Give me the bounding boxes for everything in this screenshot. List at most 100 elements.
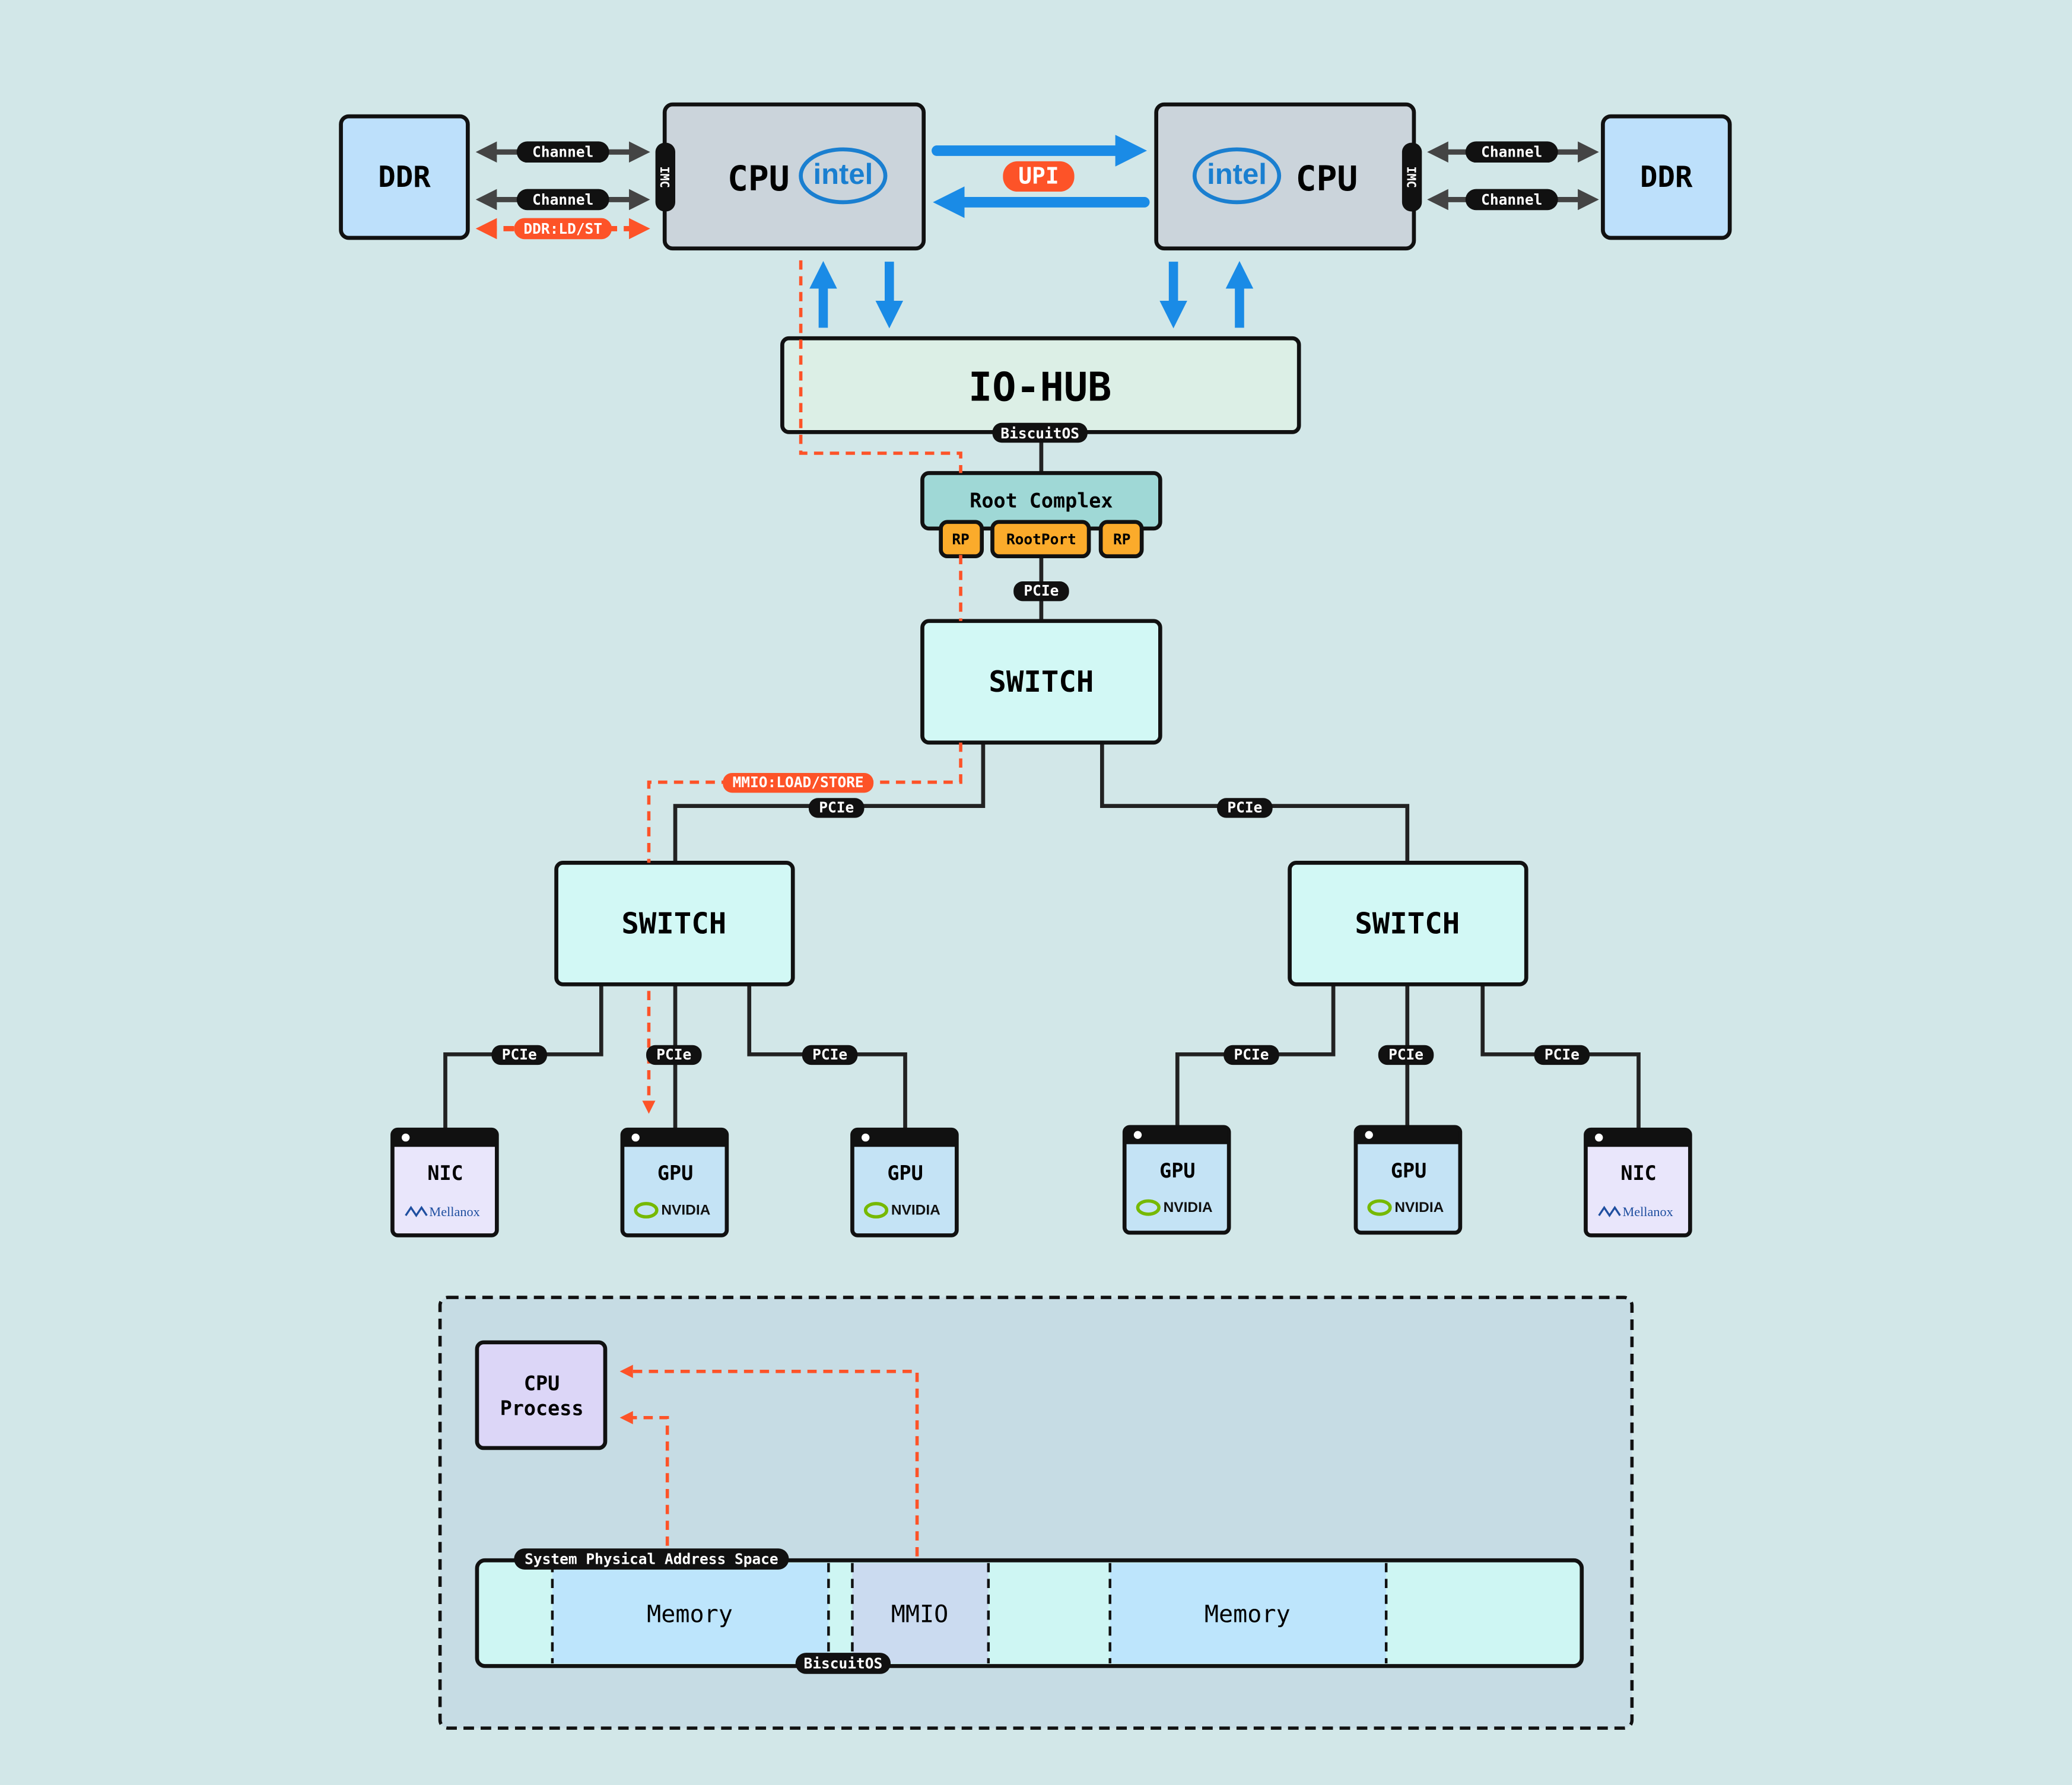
memory-segment <box>1110 1563 1387 1663</box>
pcie-label: PCIe <box>808 798 865 818</box>
svg-text:NVIDIA: NVIDIA <box>1394 1199 1444 1216</box>
svg-text:PCIe: PCIe <box>1545 1046 1580 1063</box>
svg-text:DDR:LD/ST: DDR:LD/ST <box>523 220 602 237</box>
intel-logo-icon: intel <box>1192 147 1282 205</box>
svg-text:PCIe: PCIe <box>1234 1046 1269 1063</box>
device-type: NIC <box>427 1162 463 1185</box>
address-space-badge: BiscuitOS <box>795 1653 891 1674</box>
device-type: GPU <box>657 1162 693 1185</box>
pcie-label: PCIe <box>1534 1045 1590 1065</box>
status-dot-icon <box>631 1133 640 1142</box>
svg-text:NVIDIA: NVIDIA <box>891 1202 940 1218</box>
svg-text:intel: intel <box>1207 158 1267 190</box>
svg-text:PCIe: PCIe <box>1388 1046 1423 1063</box>
nvidia-logo-icon: NVIDIA <box>1136 1199 1213 1216</box>
svg-text:PCIe: PCIe <box>502 1046 537 1063</box>
ddr-left-label: DDR <box>378 160 431 194</box>
cpu-process <box>475 1340 608 1450</box>
device-type: NIC <box>1620 1162 1656 1185</box>
svg-text:NVIDIA: NVIDIA <box>661 1202 710 1218</box>
mmio-access-path <box>649 260 962 1108</box>
cpu-right-label: CPU <box>1296 158 1358 199</box>
mellanox-logo-icon: Mellanox <box>405 1204 480 1219</box>
pcie-label: PCIe <box>491 1045 547 1065</box>
imc-left <box>655 142 676 212</box>
upi-arrows <box>932 135 1150 218</box>
cpu-process-line2: Process <box>500 1397 584 1420</box>
svg-text:Mellanox: Mellanox <box>1622 1204 1673 1219</box>
mmio-ldst-label: MMIO:LOAD/STORE <box>723 772 874 793</box>
svg-text:intel: intel <box>813 158 873 190</box>
upi-label: UPI <box>1003 161 1075 192</box>
svg-text:Mellanox: Mellanox <box>429 1204 479 1219</box>
pcie-label: PCIe <box>1378 1045 1434 1065</box>
ddr-left <box>339 114 470 240</box>
nic-device: NIC Mellanox <box>1584 1127 1692 1237</box>
switch-top-label: SWITCH <box>989 665 1094 699</box>
svg-text:PCIe: PCIe <box>819 798 854 816</box>
svg-text:System Physical Address Space: System Physical Address Space <box>525 1551 778 1568</box>
imc-right <box>1402 142 1422 212</box>
svg-text:RP: RP <box>1113 530 1130 548</box>
gpu-device: GPU NVIDIA <box>1353 1125 1463 1235</box>
svg-text:PCIe: PCIe <box>1227 798 1262 816</box>
mmio-segment <box>852 1563 989 1663</box>
pcie-label: PCIe <box>1224 1045 1279 1065</box>
svg-text:PCIe: PCIe <box>1024 582 1059 599</box>
switch-left-label: SWITCH <box>621 906 726 940</box>
svg-text:NVIDIA: NVIDIA <box>1164 1199 1213 1216</box>
nvidia-logo-icon: NVIDIA <box>1367 1199 1444 1216</box>
channel-label: Channel <box>516 189 609 211</box>
device-type: GPU <box>887 1162 923 1185</box>
status-dot-icon <box>862 1133 870 1142</box>
status-dot-icon <box>402 1133 410 1142</box>
svg-text:BiscuitOS: BiscuitOS <box>804 1654 883 1672</box>
switch-top <box>920 619 1162 745</box>
pcie-label: PCIe <box>1217 798 1273 818</box>
gpu-device: GPU NVIDIA <box>850 1127 959 1237</box>
svg-text:Channel: Channel <box>1481 191 1542 208</box>
gpu-device: GPU NVIDIA <box>620 1127 729 1237</box>
cpu-left-label: CPU <box>727 158 790 199</box>
mmio-label: MMIO <box>891 1601 949 1628</box>
gpu-device: GPU NVIDIA <box>1122 1125 1231 1235</box>
address-space-title: System Physical Address Space <box>514 1548 789 1570</box>
ddr-right <box>1601 114 1732 240</box>
memory-segment <box>552 1563 829 1663</box>
iohub-badge: BiscuitOS <box>992 422 1088 443</box>
root-port: RP <box>939 520 984 559</box>
root-port-main: RootPort <box>990 520 1091 559</box>
pcie-label: PCIe <box>1013 581 1069 602</box>
switch-right-label: SWITCH <box>1355 906 1460 940</box>
nic-device: NIC Mellanox <box>390 1127 499 1237</box>
mmio-mapping-arrows <box>619 1364 919 1557</box>
mellanox-logo-icon: Mellanox <box>1598 1204 1673 1219</box>
io-hub-label: IO-HUB <box>968 364 1111 411</box>
svg-text:UPI: UPI <box>1018 163 1059 189</box>
channel-label: Channel <box>1465 141 1558 163</box>
svg-text:MMIO:LOAD/STORE: MMIO:LOAD/STORE <box>733 774 864 791</box>
pcie-label: PCIe <box>646 1045 702 1065</box>
switch-right <box>1288 861 1528 987</box>
nvidia-logo-icon: NVIDIA <box>634 1202 711 1219</box>
imc-left-label: IMC <box>657 166 672 187</box>
intel-logo-icon: intel <box>799 147 888 205</box>
svg-text:RP: RP <box>952 530 969 548</box>
imc-right-label: IMC <box>1404 166 1418 187</box>
channel-label: Channel <box>1465 189 1558 211</box>
pcie-label: PCIe <box>802 1045 858 1065</box>
svg-text:Channel: Channel <box>532 191 593 208</box>
status-dot-icon <box>1133 1131 1142 1139</box>
svg-text:Channel: Channel <box>532 144 593 161</box>
svg-text:PCIe: PCIe <box>656 1046 691 1063</box>
status-dot-icon <box>1595 1133 1603 1142</box>
svg-text:Channel: Channel <box>1481 144 1542 161</box>
nvidia-logo-icon: NVIDIA <box>863 1202 940 1219</box>
ddr-ldst-label: DDR:LD/ST <box>514 218 612 240</box>
root-complex-label: Root Complex <box>970 489 1113 513</box>
svg-text:PCIe: PCIe <box>812 1046 847 1063</box>
root-port: RP <box>1098 520 1144 559</box>
device-type: GPU <box>1159 1159 1195 1182</box>
memory-label: Memory <box>1205 1601 1291 1628</box>
